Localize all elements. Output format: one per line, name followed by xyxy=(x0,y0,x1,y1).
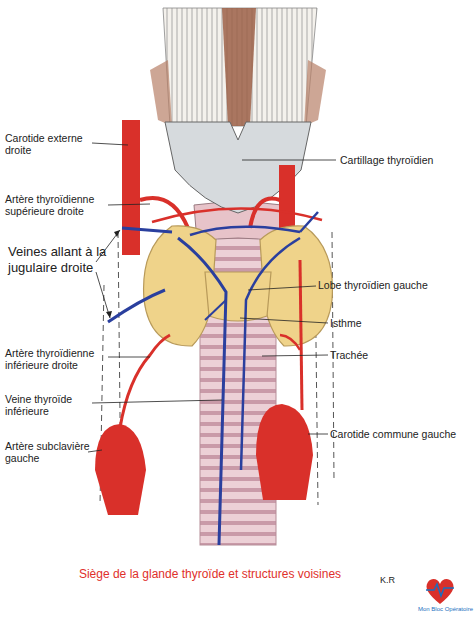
logo-pulse xyxy=(426,584,454,596)
logo-heart xyxy=(427,579,454,604)
left-carotid-trunk xyxy=(300,260,302,410)
part-label: Lobe thyroïdien gauche xyxy=(318,279,468,291)
subclavian-artery xyxy=(95,424,146,515)
part-label: Carotide externe droite xyxy=(5,132,95,156)
thyroid-vein xyxy=(190,227,300,235)
inferior-thyroid-artery xyxy=(280,335,300,350)
thyroid-vein xyxy=(205,300,226,320)
arrow-head xyxy=(106,311,112,318)
neck-muscles xyxy=(163,8,317,126)
part-label: Artère thyroïdienne inférieure droite xyxy=(5,347,110,371)
part-label: Isthme xyxy=(330,317,430,329)
part-label: Veine thyroïde inférieure xyxy=(5,393,90,417)
inferior-thyroid-vein xyxy=(178,238,226,545)
right-external-carotid xyxy=(122,120,140,255)
caption: Siège de la glande thyroïde et structure… xyxy=(40,567,380,581)
artery-arc xyxy=(152,208,322,222)
isthmus xyxy=(205,272,271,321)
part-label: Trachée xyxy=(330,349,430,361)
lateral-muscle xyxy=(304,60,326,126)
thyroid-vein xyxy=(300,212,318,232)
part-label: Artère thyroïdienne supérieure droite xyxy=(5,193,110,217)
part-label: Veines allant à la jugulaire droite xyxy=(8,244,108,276)
author-mark: K.R xyxy=(380,574,420,586)
lateral-muscle xyxy=(150,60,172,126)
right-thyroid-lobe xyxy=(144,226,216,346)
part-label: Cartillage thyroïdien xyxy=(340,154,470,166)
muscle-fibres xyxy=(163,8,317,126)
arrow-head xyxy=(114,230,120,237)
inferior-thyroid-artery xyxy=(120,335,170,428)
leader-lines xyxy=(88,143,336,452)
common-carotid xyxy=(256,404,313,500)
superior-thyroid-artery xyxy=(140,198,188,228)
vein-to-jugular xyxy=(108,290,165,322)
logo-text: Mon Bloc Opératoire xyxy=(418,606,474,613)
part-label: Carotide commune gauche xyxy=(330,428,470,440)
part-label: Artère subclavière gauche xyxy=(5,440,93,464)
median-muscle xyxy=(222,8,256,126)
vein-to-jugular xyxy=(122,228,172,232)
superior-thyroid-artery xyxy=(250,199,280,228)
